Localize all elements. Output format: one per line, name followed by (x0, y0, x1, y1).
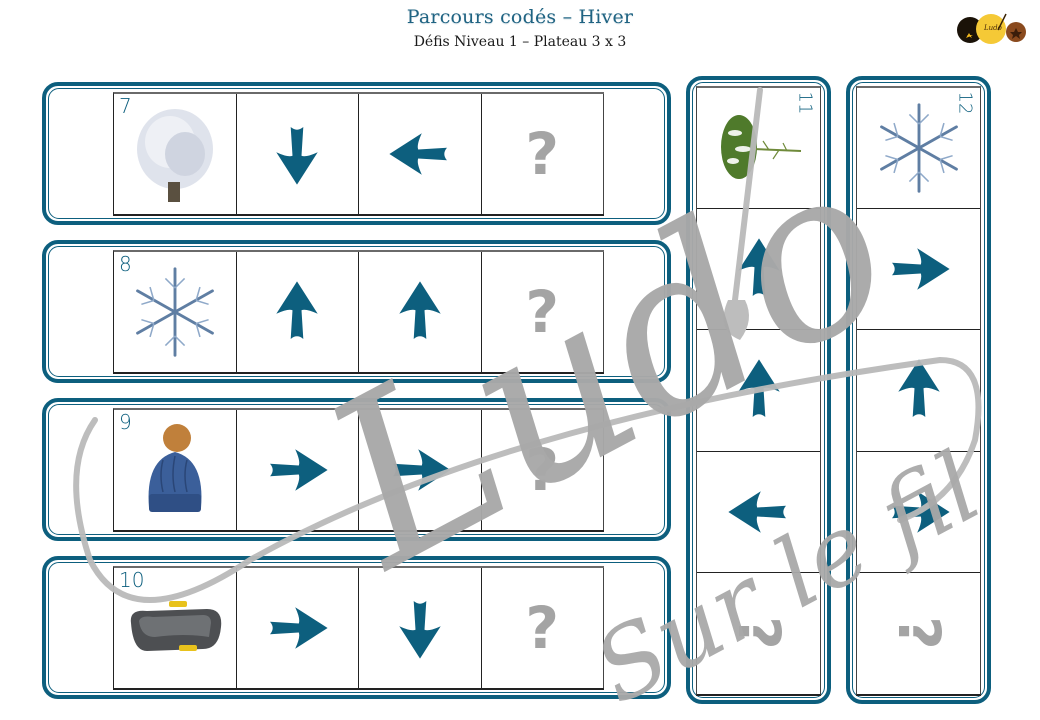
arrow-cell (697, 452, 820, 573)
answer-cell[interactable]: ? (482, 568, 604, 688)
start-cell: 11 (697, 88, 820, 210)
arrow-cell (857, 330, 980, 452)
arrow-up-icon (723, 354, 795, 426)
question-mark: ? (525, 278, 560, 346)
answer-cell[interactable]: ? (857, 573, 980, 694)
question-mark: ? (884, 616, 953, 651)
sled-icon (130, 601, 221, 651)
card-number: 9 (119, 410, 132, 434)
start-cell: 8 (114, 252, 237, 372)
challenge-card-8: 8 ? (42, 240, 671, 383)
arrow-left-icon (723, 476, 795, 548)
arrow-left-icon (384, 118, 456, 190)
page-title: Parcours codés – Hiver (406, 6, 634, 28)
frosted-tree-icon (136, 109, 213, 202)
card-number: 11 (794, 91, 816, 115)
arrow-up-icon (883, 354, 955, 426)
card-grid: 7 ? (113, 92, 604, 216)
card-grid: 11 ? (696, 86, 821, 696)
card-grid: 10 ? (113, 566, 604, 690)
arrow-cell (237, 252, 359, 372)
arrow-cell (237, 568, 359, 688)
answer-cell[interactable]: ? (697, 573, 820, 694)
card-grid: 9 ? (113, 408, 604, 532)
start-cell: 7 (114, 94, 237, 214)
arrow-cell (697, 330, 820, 452)
arrow-right-icon (883, 233, 955, 305)
card-grid: 8 ? (113, 250, 604, 374)
challenge-card-9: 9 ? (42, 398, 671, 541)
page-subtitle: Défis Niveau 1 – Plateau 3 x 3 (413, 34, 627, 50)
arrow-down-icon (261, 118, 333, 190)
arrow-cell (237, 94, 359, 214)
card-number: 10 (119, 568, 145, 592)
arrow-cell (857, 209, 980, 331)
question-mark: ? (724, 616, 793, 651)
challenge-card-12: 12 ? (846, 76, 991, 704)
arrow-up-icon (723, 233, 795, 305)
card-number: 8 (119, 252, 132, 276)
start-cell: 9 (114, 410, 237, 530)
arrow-cell (359, 94, 482, 214)
start-cell: 10 (114, 568, 237, 688)
answer-cell[interactable]: ? (482, 410, 604, 530)
start-cell: 12 (857, 88, 980, 210)
challenge-card-11: 11 ? (686, 76, 831, 704)
arrow-cell (359, 568, 482, 688)
arrow-cell (359, 410, 482, 530)
arrow-up-icon (261, 276, 333, 348)
arrow-right-icon (883, 476, 955, 548)
arrow-cell (697, 209, 820, 331)
question-mark: ? (525, 120, 560, 188)
card-number: 7 (119, 94, 132, 118)
svg-text:Ludo: Ludo (983, 24, 1002, 32)
challenge-card-10: 10 ? (42, 556, 671, 699)
arrow-up-icon (384, 276, 456, 348)
arrow-right-icon (261, 434, 333, 506)
snowflake-icon (879, 103, 958, 193)
snowy-fir-branch-icon (720, 115, 801, 180)
ludo-logo: Ludo (954, 8, 1028, 48)
arrow-down-icon (384, 592, 456, 664)
arrow-cell (359, 252, 482, 372)
question-mark: ? (525, 594, 560, 662)
knit-hat-icon (148, 424, 202, 512)
answer-cell[interactable]: ? (482, 252, 604, 372)
question-mark: ? (525, 436, 560, 504)
arrow-right-icon (261, 592, 333, 664)
answer-cell[interactable]: ? (482, 94, 604, 214)
challenge-card-7: 7 ? (42, 82, 671, 225)
card-number: 12 (954, 91, 976, 115)
arrow-cell (237, 410, 359, 530)
card-grid: 12 ? (856, 86, 981, 696)
arrow-right-icon (384, 434, 456, 506)
arrow-cell (857, 452, 980, 573)
snowflake-icon (135, 267, 214, 357)
